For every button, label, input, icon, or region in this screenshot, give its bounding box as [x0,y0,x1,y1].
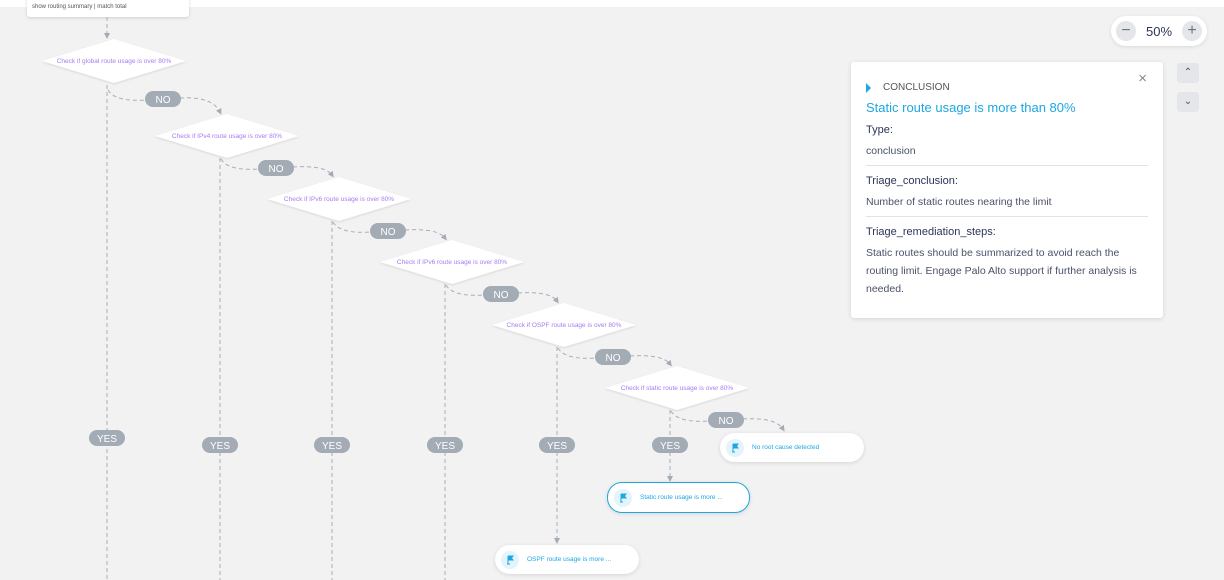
zoom-in-button[interactable]: + [1182,21,1202,41]
no-label: NO [606,353,621,364]
panel-title: Static route usage is more than 80% [866,100,1076,115]
yes-label: YES [322,441,342,452]
conclusion-label: OSPF route usage is more ... [527,556,612,563]
edge-no-1 [220,158,332,175]
field-triage-remediation-steps: Triage_remediation_steps: Static routes … [866,226,1148,298]
field-key: Type: [866,124,893,136]
decision-node-4[interactable] [492,303,636,347]
no-pill [258,160,294,176]
yes-label: YES [210,441,230,452]
divider [866,216,1148,217]
yes-pill [314,437,350,453]
flag-icon [726,438,744,457]
zoom-level: 50% [1145,23,1173,39]
field-key: Triage_conclusion: [866,175,958,187]
decision-node-5[interactable] [605,366,749,410]
conclusion-node-no-root-cause[interactable]: No root cause detected [720,433,864,462]
no-label: NO [381,227,396,238]
zoom-control: − 50% + [1111,16,1207,46]
decision-node-3[interactable] [380,240,524,284]
decision-node-0[interactable] [42,39,186,83]
no-label: NO [156,95,171,106]
edge-no-4 [557,347,670,364]
no-label: NO [719,416,734,427]
edge-no-5 [670,410,783,429]
flag-icon [501,550,519,569]
yes-pill [427,437,463,453]
flag-icon [614,488,632,507]
field-type: Type: conclusion [866,124,1148,160]
decision-label: Check if global route usage is over 80% [57,58,172,65]
edge-no-2 [332,221,445,238]
no-pill [708,412,744,428]
field-value: Number of static routes nearing the limi… [866,196,1052,208]
panel-kicker: CONCLUSION [866,82,950,93]
caret-right-icon [866,82,871,93]
yes-label: YES [435,441,455,452]
close-icon[interactable]: × [1138,70,1147,87]
no-label: NO [494,290,509,301]
yes-label: YES [547,441,567,452]
start-node[interactable]: show routing summary | match total [27,0,189,17]
decision-node-1[interactable] [155,114,299,158]
no-label: NO [269,164,284,175]
decision-label: Check if IPv6 route usage is over 80% [284,196,394,203]
field-value: Static routes should be summarized to av… [866,247,1137,295]
decision-label: Check if static route usage is over 80% [621,385,734,392]
divider [866,165,1148,166]
yes-pill [89,430,125,446]
yes-label: YES [660,441,680,452]
next-node-button[interactable]: ⌄ [1177,92,1199,112]
edge-no-3 [445,284,557,301]
conclusion-node-static-route[interactable]: Static route usage is more ... [607,482,750,513]
yes-label: YES [97,434,117,445]
no-pill [595,349,631,365]
yes-pill [202,437,238,453]
top-strip [0,0,1224,7]
decision-label: Check if IPv6 route usage is over 80% [397,259,507,266]
no-pill [483,286,519,302]
yes-pill [652,437,688,453]
previous-node-button[interactable]: ⌃ [1177,63,1199,83]
no-pill [145,91,181,107]
no-pill [370,223,406,239]
decision-label: Check if OSPF route usage is over 80% [507,322,622,329]
zoom-out-button[interactable]: − [1116,21,1136,41]
conclusion-node-ospf-route[interactable]: OSPF route usage is more ... [495,545,639,574]
decision-node-2[interactable] [267,177,411,221]
conclusion-label: No root cause detected [752,444,820,451]
edge-no-0 [107,89,220,112]
panel-kicker-label: CONCLUSION [883,82,950,93]
field-key: Triage_remediation_steps: [866,226,996,238]
decision-label: Check if IPv4 route usage is over 80% [172,133,282,140]
yes-pill [539,437,575,453]
conclusion-label: Static route usage is more ... [640,494,723,501]
start-node-label: show routing summary | match total [32,4,127,10]
field-value: conclusion [866,145,916,157]
field-triage-conclusion: Triage_conclusion: Number of static rout… [866,175,1148,211]
details-panel: × CONCLUSION Static route usage is more … [851,62,1163,318]
